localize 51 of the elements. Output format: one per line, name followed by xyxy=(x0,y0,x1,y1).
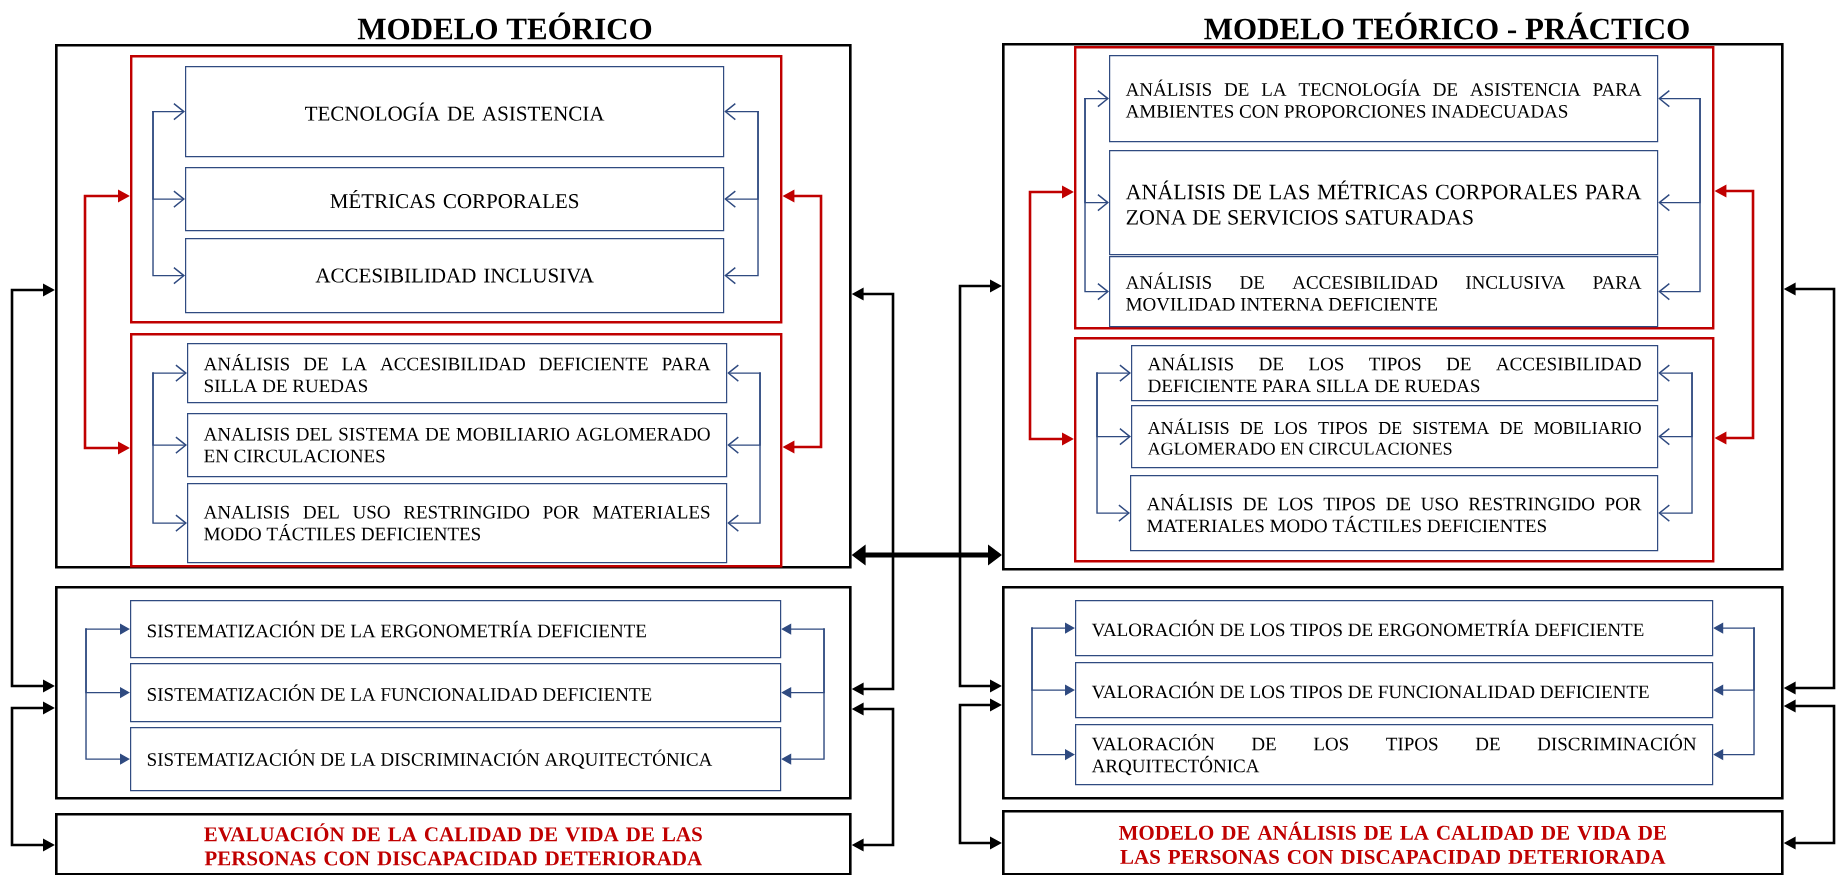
frame-box xyxy=(55,586,852,800)
arrow xyxy=(1031,622,1075,634)
result-box: MODELO DE ANÁLISIS DE LA CALIDAD DE VIDA DE LAS PERSONAS CON DISCAPACIDAD DETERIORADA xyxy=(1002,810,1784,875)
process-box: VALORACIÓN DE LOS TIPOS DE DISCRIMINACIÓN ARQUITECTÓNICA xyxy=(1075,724,1714,786)
arrow xyxy=(152,110,185,285)
arrow xyxy=(727,371,761,532)
arrow xyxy=(152,371,187,532)
arrow xyxy=(152,102,185,121)
process-box: ANÁLISIS DE LOS TIPOS DE ACCESIBILIDAD DEFICIENTE PARA SILLA DE RUEDAS xyxy=(1131,345,1659,402)
process-box: SISTEMATIZACIÓN DE LA ERGONOMETRÍA DEFICIENTE xyxy=(130,600,782,659)
arrow xyxy=(1658,364,1693,382)
arrow xyxy=(1096,371,1131,522)
frame-box xyxy=(1002,586,1784,800)
process-box: TECNOLOGÍA DE ASISTENCIA xyxy=(185,66,725,158)
group-box xyxy=(130,333,783,568)
process-box: ANÁLISIS DE LOS TIPOS DE SISTEMA DE MOBILIARIO AGLOMERADO EN CIRCULACIONES xyxy=(1131,405,1659,469)
arrow xyxy=(152,364,187,382)
process-box: ANÁLISIS DE LA TECNOLOGÍA DE ASISTENCIA PARA AMBIENTES CON PROPORCIONES INADECUADAS xyxy=(1109,55,1659,143)
process-box: ANÁLISIS DE ACCESIBILIDAD INCLUSIVA PARA MOVILIDAD INTERNA DEFICIENTE xyxy=(1109,256,1659,328)
frame-box xyxy=(55,44,852,569)
arrow xyxy=(1658,97,1701,301)
process-box: ANALISIS DEL USO RESTRINGIDO POR MATERIALES MODO TÁCTILES DEFICIENTES xyxy=(187,483,728,564)
process-box: ANÁLISIS DE LA ACCESIBILIDAD DEFICIENTE PARA SILLA DE RUEDAS xyxy=(187,343,728,404)
group-box xyxy=(1074,337,1715,563)
arrow xyxy=(781,627,825,765)
arrow xyxy=(724,102,759,121)
process-box: VALORACIÓN DE LOS TIPOS DE FUNCIONALIDAD DEFICIENTE xyxy=(1075,662,1714,719)
arrow xyxy=(85,627,130,765)
arrow xyxy=(1084,89,1110,108)
result-box: EVALUACIÓN DE LA CALIDAD DE VIDA DE LAS PERSONAS CON DISCAPACIDAD DETERIORADA xyxy=(55,813,852,875)
group-box xyxy=(1074,46,1715,330)
arrow xyxy=(85,623,130,635)
frame-box xyxy=(1002,43,1784,571)
process-box: ANÁLISIS DE LOS TIPOS DE USO RESTRINGIDO POR MATERIALES MODO TÁCTILES DEFICIENTES xyxy=(1130,475,1659,552)
process-box: ACCESIBILIDAD INCLUSIVA xyxy=(185,238,725,314)
arrow xyxy=(1658,371,1693,522)
arrow xyxy=(724,110,759,285)
process-box: VALORACIÓN DE LOS TIPOS DE ERGONOMETRÍA DEFICIENTE xyxy=(1075,600,1714,657)
arrow xyxy=(781,623,825,635)
process-box: ANALISIS DEL SISTEMA DE MOBILIARIO AGLOMERADO EN CIRCULACIONES xyxy=(187,413,728,478)
process-box: SISTEMATIZACIÓN DE LA FUNCIONALIDAD DEFICIENTE xyxy=(130,663,782,723)
arrow xyxy=(727,364,761,382)
process-box: ANÁLISIS DE LAS MÉTRICAS CORPORALES PARA ZONA DE SERVICIOS SATURADAS xyxy=(1109,150,1659,256)
arrow xyxy=(1713,622,1755,634)
arrow xyxy=(1096,364,1132,382)
group-box xyxy=(130,55,783,324)
arrow xyxy=(1084,97,1110,301)
arrow xyxy=(1658,89,1701,108)
arrow xyxy=(1713,626,1755,761)
process-box: SISTEMATIZACIÓN DE LA DISCRIMINACIÓN ARQUITECTÓNICA xyxy=(130,727,782,792)
process-box: MÉTRICAS CORPORALES xyxy=(185,167,725,232)
